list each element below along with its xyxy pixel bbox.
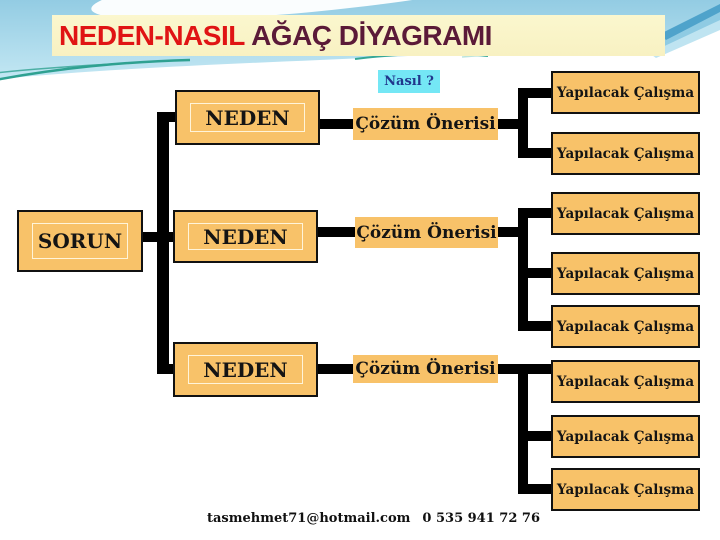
solution-box-3: Çözüm Önerisi [353,355,498,383]
bracket3-stub-action7 [528,431,551,441]
action-5-label: Yapılacak Çalışma [556,318,695,335]
action-6-label: Yapılacak Çalışma [556,373,695,390]
cause-box-1: NEDEN [175,90,320,145]
action-box-4: Yapılacak Çalışma [551,252,700,295]
cause-3-label: NEDEN [203,357,288,382]
action-2-label: Yapılacak Çalışma [556,145,695,162]
page-title-rest: AĞAÇ DİYAGRAMI [244,19,492,51]
action-7-label: Yapılacak Çalışma [556,428,695,445]
problem-box: SORUN [17,210,143,272]
bracket2-stub-action3 [528,208,551,218]
cause-box-2: NEDEN [173,210,318,263]
connector-solution1-to-bracket1 [498,119,523,129]
bracket2-stub-action4 [528,268,551,278]
solution-3-label: Çözüm Önerisi [355,359,496,379]
footer-contact: tasmehmet71@hotmail.com 0 535 941 72 76 [207,511,540,526]
footer-phone: 0 535 941 72 76 [422,511,541,526]
connector-cause1-to-solution1 [320,119,353,129]
cause-2-label: NEDEN [203,224,288,249]
connector-trunk-vertical [157,112,169,374]
action-8-label: Yapılacak Çalışma [556,481,695,498]
action-box-1: Yapılacak Çalışma [551,71,700,114]
cause-box-3: NEDEN [173,342,318,397]
cause-1-label: NEDEN [205,105,290,130]
question-label: Nasıl ? [378,70,440,93]
connector-cause3-to-solution3 [313,364,353,374]
action-box-5: Yapılacak Çalışma [551,305,700,348]
bracket1-vertical [518,88,528,158]
bracket3-stub-action8 [528,484,551,494]
action-1-label: Yapılacak Çalışma [556,84,695,101]
action-3-label: Yapılacak Çalışma [556,205,695,222]
bracket2-vertical [518,208,528,331]
bracket2-stub-action5 [528,321,551,331]
solution-2-label: Çözüm Önerisi [356,222,497,243]
action-box-7: Yapılacak Çalışma [551,415,700,458]
action-box-2: Yapılacak Çalışma [551,132,700,175]
connector-trunk-to-cause3 [157,364,173,374]
footer-email: tasmehmet71@hotmail.com [207,511,411,526]
action-box-6: Yapılacak Çalışma [551,360,700,403]
connector-trunk-to-cause1 [157,112,175,122]
title-banner: NEDEN-NASIL AĞAÇ DİYAGRAMI [52,15,665,56]
bracket3-vertical [518,364,528,494]
solution-1-label: Çözüm Önerisi [355,114,496,134]
connector-solution2-to-bracket2 [498,227,523,237]
solution-box-1: Çözüm Önerisi [353,108,498,140]
page-title-highlight: NEDEN-NASIL [59,19,245,51]
solution-box-2: Çözüm Önerisi [355,217,498,248]
action-box-8: Yapılacak Çalışma [551,468,700,511]
bracket1-stub-action2 [528,148,551,158]
problem-label: SORUN [37,229,123,253]
connector-cause2-to-solution2 [318,227,355,237]
bracket1-stub-action1 [528,88,551,98]
action-box-3: Yapılacak Çalışma [551,192,700,235]
action-4-label: Yapılacak Çalışma [556,265,695,282]
connector-problem-to-cause2 [143,232,173,242]
